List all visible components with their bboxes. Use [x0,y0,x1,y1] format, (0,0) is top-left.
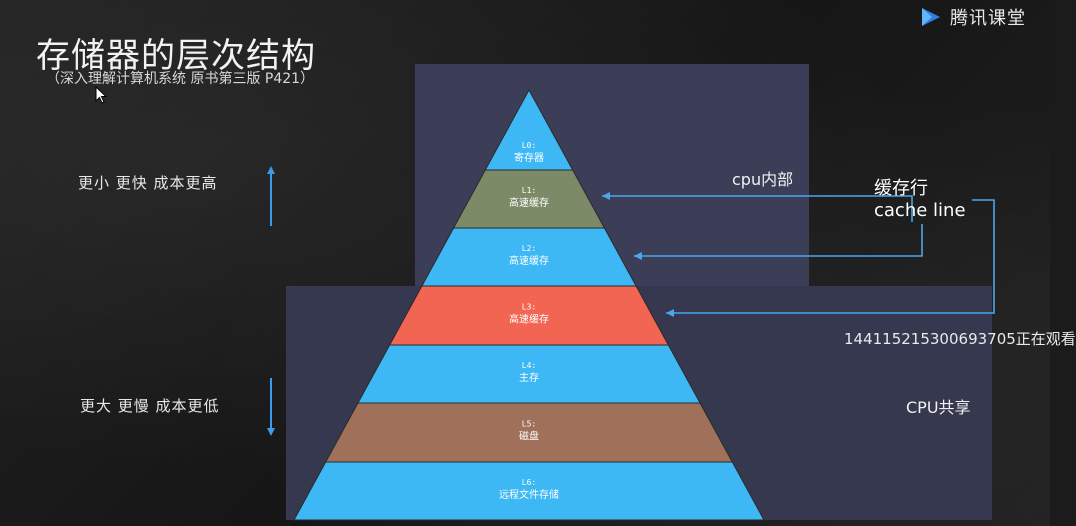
brand-logo: 腾讯课堂 [918,4,1026,30]
pyramid-level-4-name: 主存 [519,371,539,384]
side-label-top: 更小 更快 成本更高 [78,174,218,192]
cache-arrow-l3-head [666,309,674,317]
pyramid-level-4-id: L4: [522,361,536,370]
brand-name: 腾讯课堂 [950,8,1026,29]
pyramid-level-3-id: L3: [522,303,536,312]
memory-hierarchy-pyramid: L0:寄存器L1:高速缓存L2:高速缓存L3:高速缓存L4:主存L5:磁盘L6:… [293,88,995,521]
side-label-bottom: 更大 更慢 成本更低 [80,397,220,415]
cache-line-en: cache line [874,200,966,221]
play-logo-icon [922,8,940,26]
mouse-cursor-icon [95,85,108,104]
cache-line-arrows [602,192,995,317]
arrow-up-icon [267,166,275,226]
cache-arrow-l3 [666,199,995,314]
pyramid-level-1-id: L1: [522,186,536,195]
pyramid-level-5-name: 磁盘 [519,430,539,443]
pyramid-level-2-id: L2: [522,244,536,253]
cache-line-zh: 缓存行 [874,178,928,199]
pyramid-level-5-id: L5: [522,420,536,429]
region-label-shared: CPU共享 [906,398,971,417]
pyramid-level-2-name: 高速缓存 [509,254,549,267]
pyramid-level-1-name: 高速缓存 [509,196,549,209]
page-subtitle: （深入理解计算机系统 原书第三版 P421） [46,71,315,87]
cache-arrow-l1 [602,195,913,222]
arrow-down-icon [267,378,275,436]
pyramid-level-6-name: 远程文件存储 [499,488,559,501]
pyramid-level-0-id: L0: [522,141,536,150]
pyramid-level-6 [293,461,765,521]
viewer-count-overlay: 1441152153006937​05正在观看 [844,330,1076,348]
page-title: 存储器的层次结构 [36,36,316,76]
pyramid-level-6-id: L6: [522,478,536,487]
cache-line-label: 缓存行 cache line [874,178,966,222]
region-label-inner: cpu内部 [732,170,794,189]
pyramid-level-0-name: 寄存器 [514,151,544,164]
cache-arrow-l2 [634,224,923,257]
pyramid-level-3-name: 高速缓存 [509,313,549,326]
cache-arrow-l2-head [634,252,642,260]
cache-arrow-l1-head [602,192,610,200]
